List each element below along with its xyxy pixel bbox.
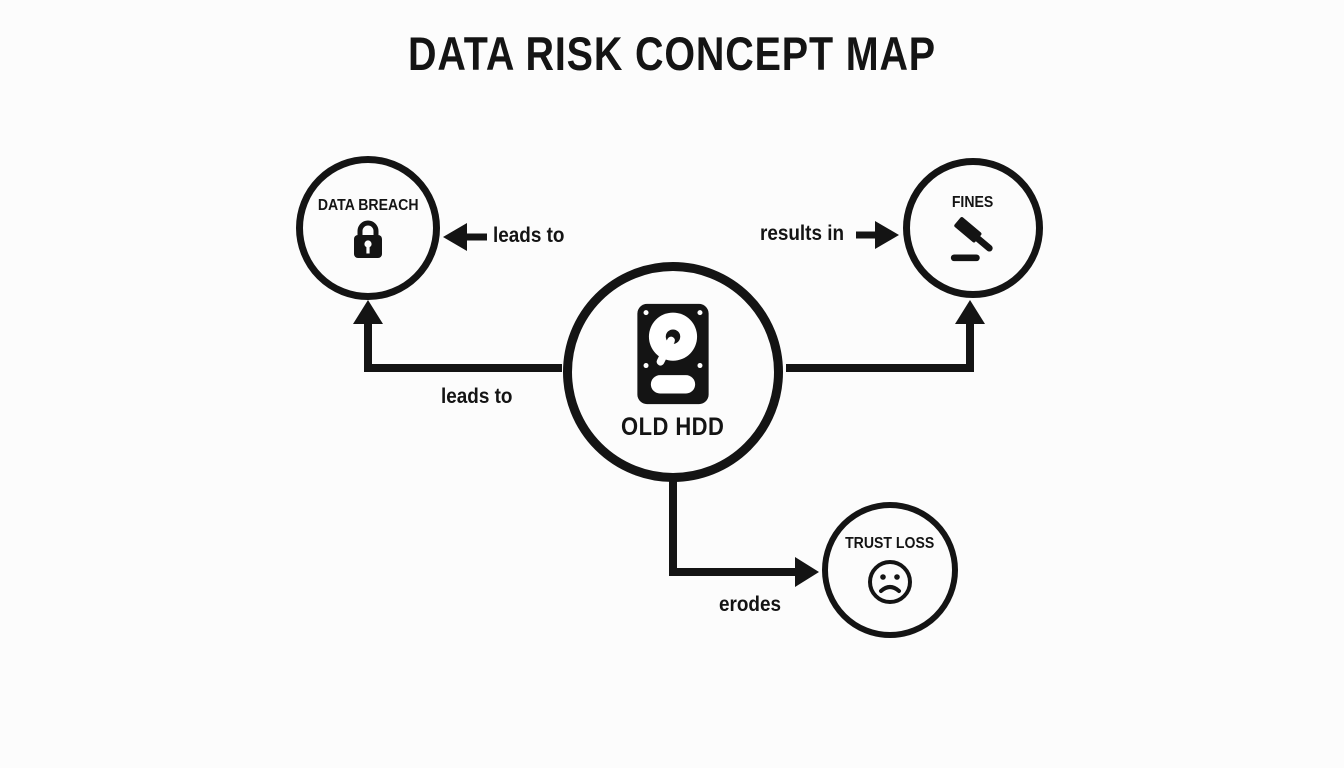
node-label-data-breach: DATA BREACH [317,196,419,214]
node-data-breach: DATA BREACH [296,156,440,300]
node-label-trust-loss: TRUST LOSS [845,534,935,552]
node-label-fines: FINES [952,193,994,211]
arrow-leads-to-breach [443,223,487,251]
node-old-hdd: OLD HDD [563,262,783,482]
connector-hdd-to-breach [353,300,562,372]
edge-label-erodes: erodes [719,593,781,616]
edge-label-results-in: results in [760,222,845,245]
arrow-results-in-fines [856,221,899,249]
edge-label-leads-to-top: leads to [493,224,565,247]
node-trust-loss: TRUST LOSS [822,502,958,638]
connector-hdd-to-fines [786,300,985,372]
gavel-icon [950,216,993,261]
node-fines: FINES [903,158,1043,298]
edge-label-leads-to-elbow: leads to [441,385,513,408]
page-title: DATA RISK CONCEPT MAP [408,27,936,80]
node-label-old-hdd: OLD HDD [621,413,725,441]
sad-face-icon [868,559,912,604]
connector-hdd-to-trust [669,481,819,587]
hdd-icon [637,303,709,405]
padlock-icon [354,220,382,258]
